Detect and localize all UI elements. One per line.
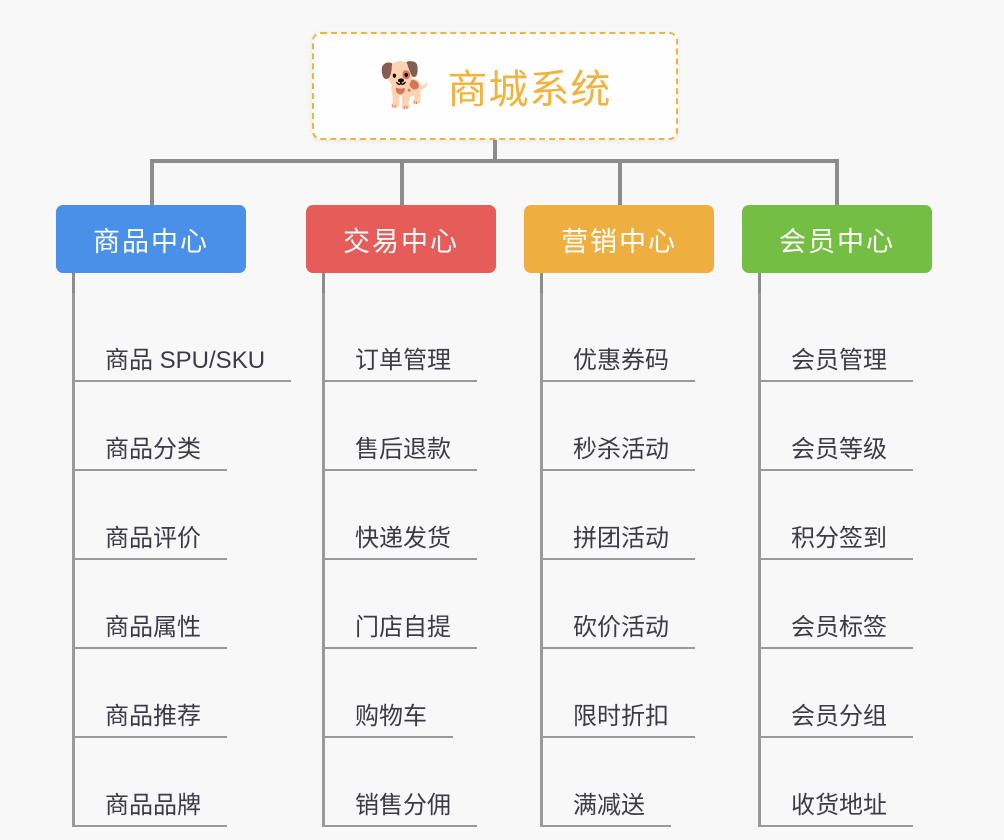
- branch-node-4-label: 会员中心: [779, 226, 895, 257]
- connector-drop-4: [835, 159, 839, 207]
- leaf-label: 商品品牌: [105, 791, 201, 819]
- leaf-label: 限时折扣: [573, 702, 669, 730]
- leaf-label: 会员标签: [791, 613, 887, 641]
- branch-node-4[interactable]: 会员中心: [742, 205, 932, 273]
- leaf-label: 购物车: [355, 702, 427, 730]
- branch-node-1[interactable]: 商品中心: [56, 205, 246, 273]
- connector-horizontal-bar: [150, 159, 839, 163]
- leaf-list-1: 商品 SPU/SKU 商品分类 商品评价 商品属性 商品推荐 商品品牌: [72, 293, 292, 827]
- branch-node-2[interactable]: 交易中心: [306, 205, 496, 273]
- connector-branch-neck-2: [322, 273, 325, 295]
- root-node[interactable]: 🐕 商城系统: [312, 32, 678, 140]
- connector-drop-3: [618, 159, 622, 207]
- leaf-label: 会员等级: [791, 435, 887, 463]
- leaf-list-4: 会员管理 会员等级 积分签到 会员标签 会员分组 收货地址: [758, 293, 913, 827]
- leaf-label: 满减送: [573, 791, 645, 819]
- connector-root-stem: [493, 140, 497, 162]
- branch-node-3[interactable]: 营销中心: [524, 205, 714, 273]
- branch-column-4: 会员中心 会员管理 会员等级 积分签到 会员标签 会员分组 收货地址: [742, 205, 932, 827]
- leaf-label: 订单管理: [355, 346, 451, 374]
- leaf-label: 销售分佣: [355, 791, 451, 819]
- connector-drop-1: [150, 159, 154, 207]
- leaf-label: 砍价活动: [573, 613, 669, 641]
- leaf-label: 会员管理: [791, 346, 887, 374]
- branch-column-2: 交易中心 订单管理 售后退款 快递发货 门店自提 购物车 销售分佣: [306, 205, 496, 827]
- branch-node-3-label: 营销中心: [561, 226, 677, 257]
- leaf-label: 优惠券码: [573, 346, 669, 374]
- root-node-title: 商城系统: [447, 68, 612, 112]
- leaf-list-2: 订单管理 售后退款 快递发货 门店自提 购物车 销售分佣: [322, 293, 477, 827]
- leaf-list-3: 优惠券码 秒杀活动 拼团活动 砍价活动 限时折扣 满减送: [540, 293, 695, 827]
- connector-branch-neck-4: [758, 273, 761, 295]
- leaf-label: 商品 SPU/SKU: [105, 346, 266, 374]
- branch-node-2-label: 交易中心: [343, 226, 459, 257]
- leaf-label: 快递发货: [355, 524, 451, 552]
- connector-branch-neck-1: [72, 273, 75, 295]
- leaf-label: 商品属性: [105, 613, 201, 641]
- branch-node-1-label: 商品中心: [93, 226, 209, 257]
- branch-column-1: 商品中心 商品 SPU/SKU 商品分类 商品评价 商品属性 商品推荐 商品品牌: [56, 205, 292, 827]
- leaf-label: 商品分类: [105, 435, 201, 463]
- leaf-label: 门店自提: [355, 613, 451, 641]
- leaf-label: 积分签到: [791, 524, 887, 552]
- leaf-label: 会员分组: [791, 702, 887, 730]
- leaf-label: 商品推荐: [105, 702, 201, 730]
- leaf-label: 拼团活动: [573, 524, 669, 552]
- leaf-label: 商品评价: [105, 524, 201, 552]
- connector-drop-2: [400, 159, 404, 207]
- connector-branch-neck-3: [540, 273, 543, 295]
- leaf-label: 收货地址: [791, 791, 887, 819]
- leaf-label: 秒杀活动: [573, 435, 669, 463]
- shiba-dog-face-icon: 🐕: [378, 61, 434, 110]
- leaf-label: 售后退款: [355, 435, 451, 463]
- branch-column-3: 营销中心 优惠券码 秒杀活动 拼团活动 砍价活动 限时折扣 满减送: [524, 205, 714, 827]
